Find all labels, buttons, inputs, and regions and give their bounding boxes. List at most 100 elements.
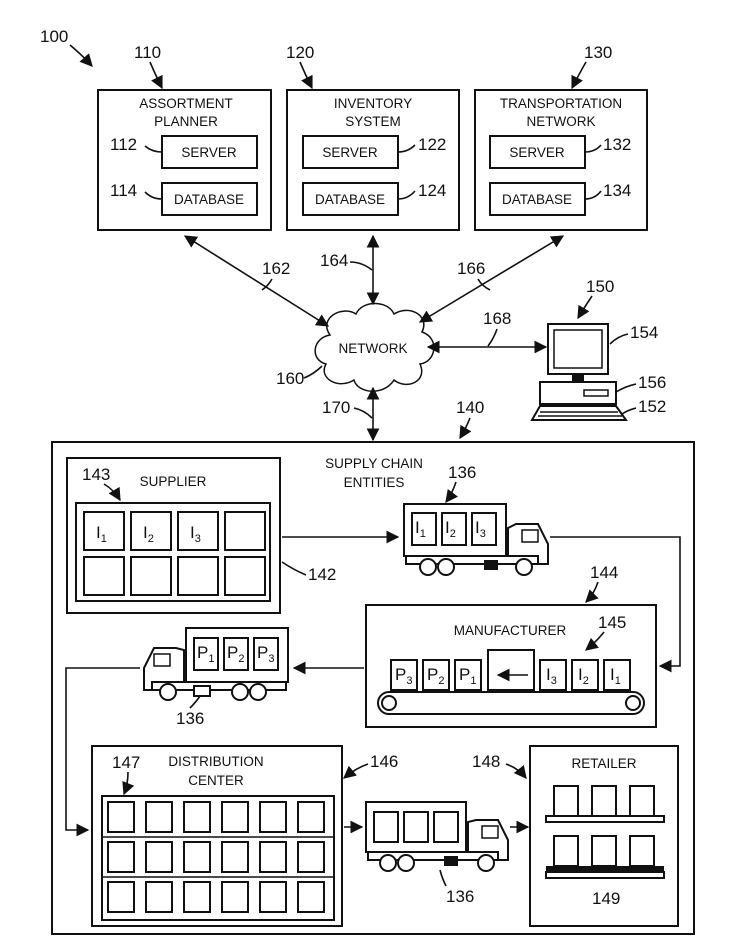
truck-bottom-wheel [380,855,396,871]
rack-cell [108,882,134,912]
network-label: NETWORK [339,341,408,356]
transportation-network-title-2: NETWORK [527,114,596,129]
manufacturer-ref: 144 [590,563,618,582]
rack-cell [146,882,172,912]
rack-cell [184,802,210,832]
rack-cell [222,882,248,912]
rack-cell [108,802,134,832]
inventory-server-label: SERVER [322,145,378,160]
truck-top-wheel [420,559,436,575]
rack-cell [222,802,248,832]
transportation-network-block: 130 TRANSPORTATION NETWORK SERVER 132 DA… [475,43,647,230]
supply-chain-title-1: SUPPLY CHAIN [325,456,423,471]
supplier-shelf-ref: 143 [82,465,110,484]
computer-stand [572,374,584,382]
truck-bottom-box [374,812,398,842]
truck-bottom-ref: 136 [446,887,474,906]
supplier-cell [131,557,171,595]
supplier-ref: 142 [308,565,336,584]
truck-top-ref: 136 [448,463,476,482]
link-assortment-network [185,236,328,326]
machine-box [488,650,534,690]
link-168-ref: 168 [483,309,511,328]
transportation-network-ref: 130 [584,43,612,62]
rack-cell [146,842,172,872]
retail-shelf-bottom [546,866,664,871]
transportation-database-ref: 134 [603,181,631,200]
truck-bottom-box [434,812,458,842]
rack-cell [184,882,210,912]
assortment-planner-title-1: ASSORTMENT [139,96,233,111]
retailer-title: RETAILER [571,756,636,771]
retail-shelf-base [546,872,664,878]
computer-screen [554,330,602,368]
assortment-planner-title-2: PLANNER [154,114,218,129]
retailer-shelf-ref: 149 [592,889,620,908]
retail-item [554,786,578,816]
rack-cell [260,802,286,832]
assortment-planner-ref: 110 [134,43,161,62]
supply-chain-ref: 140 [456,398,484,417]
transportation-server-label: SERVER [509,145,565,160]
assortment-server-label: SERVER [181,145,237,160]
computer-ref: 150 [586,277,614,296]
assortment-database-label: DATABASE [174,192,244,207]
truck-middle-ref: 136 [176,709,204,728]
inventory-system-title-2: SYSTEM [345,114,401,129]
link-166-ref: 166 [457,259,485,278]
computer-keyboard [532,406,626,420]
network-cloud-group: NETWORK 160 [276,304,434,392]
conveyor-roller [626,696,640,710]
inventory-system-block: 120 INVENTORY SYSTEM SERVER 122 DATABASE… [286,43,459,230]
figure-ref-group: 100 [40,27,92,66]
retail-item [630,786,654,816]
distribution-center-title-2: CENTER [188,773,244,788]
link-164-ref: 164 [320,251,348,270]
truck-middle-wheel [160,684,176,700]
distribution-rack-ref: 147 [112,753,140,772]
conveyor-belt [378,692,644,714]
rack-cell [260,842,286,872]
supplier-title: SUPPLIER [140,474,207,489]
inventory-system-title-1: INVENTORY [334,96,412,111]
transportation-network-title-1: TRANSPORTATION [500,96,622,111]
conveyor-roller [382,696,396,710]
rack-cell [108,842,134,872]
rack-cell [146,802,172,832]
computer-drive [584,390,608,396]
figure-ref: 100 [40,27,68,46]
distribution-center-ref: 146 [370,752,398,771]
assortment-database-ref: 114 [110,181,137,200]
retailer-ref: 148 [472,752,500,771]
retail-shelf-top [546,816,664,822]
transportation-database-label: DATABASE [502,192,572,207]
truck-bottom-window [482,826,498,838]
truck-middle-tank [194,686,210,696]
truck-top-wheel [438,559,454,575]
truck-top-wheel [516,559,532,575]
truck-middle-wheel [232,684,248,700]
distribution-center-title-1: DISTRIBUTION [168,754,263,769]
monitor-ref: 154 [630,323,658,342]
inventory-database-label: DATABASE [315,192,385,207]
network-ref: 160 [276,369,304,388]
truck-bottom-tank [444,856,458,866]
supplier-cell [178,557,218,595]
computer-group: 150 154 156 152 [532,277,666,420]
assortment-server-ref: 112 [110,135,137,154]
supplier-cell [84,557,124,595]
transportation-server-ref: 132 [603,135,631,154]
truck-middle-window [154,654,170,666]
retail-item [592,786,616,816]
keyboard-ref: 152 [638,397,666,416]
rack-cell [298,882,324,912]
inventory-server-ref: 122 [418,135,446,154]
truck-top-window [522,530,538,542]
inventory-system-ref: 120 [286,43,314,62]
computer-case-ref: 156 [638,373,666,392]
truck-bottom-box [404,812,428,842]
rack-cell [222,842,248,872]
link-170-ref: 170 [322,398,350,417]
retail-item [554,836,578,866]
